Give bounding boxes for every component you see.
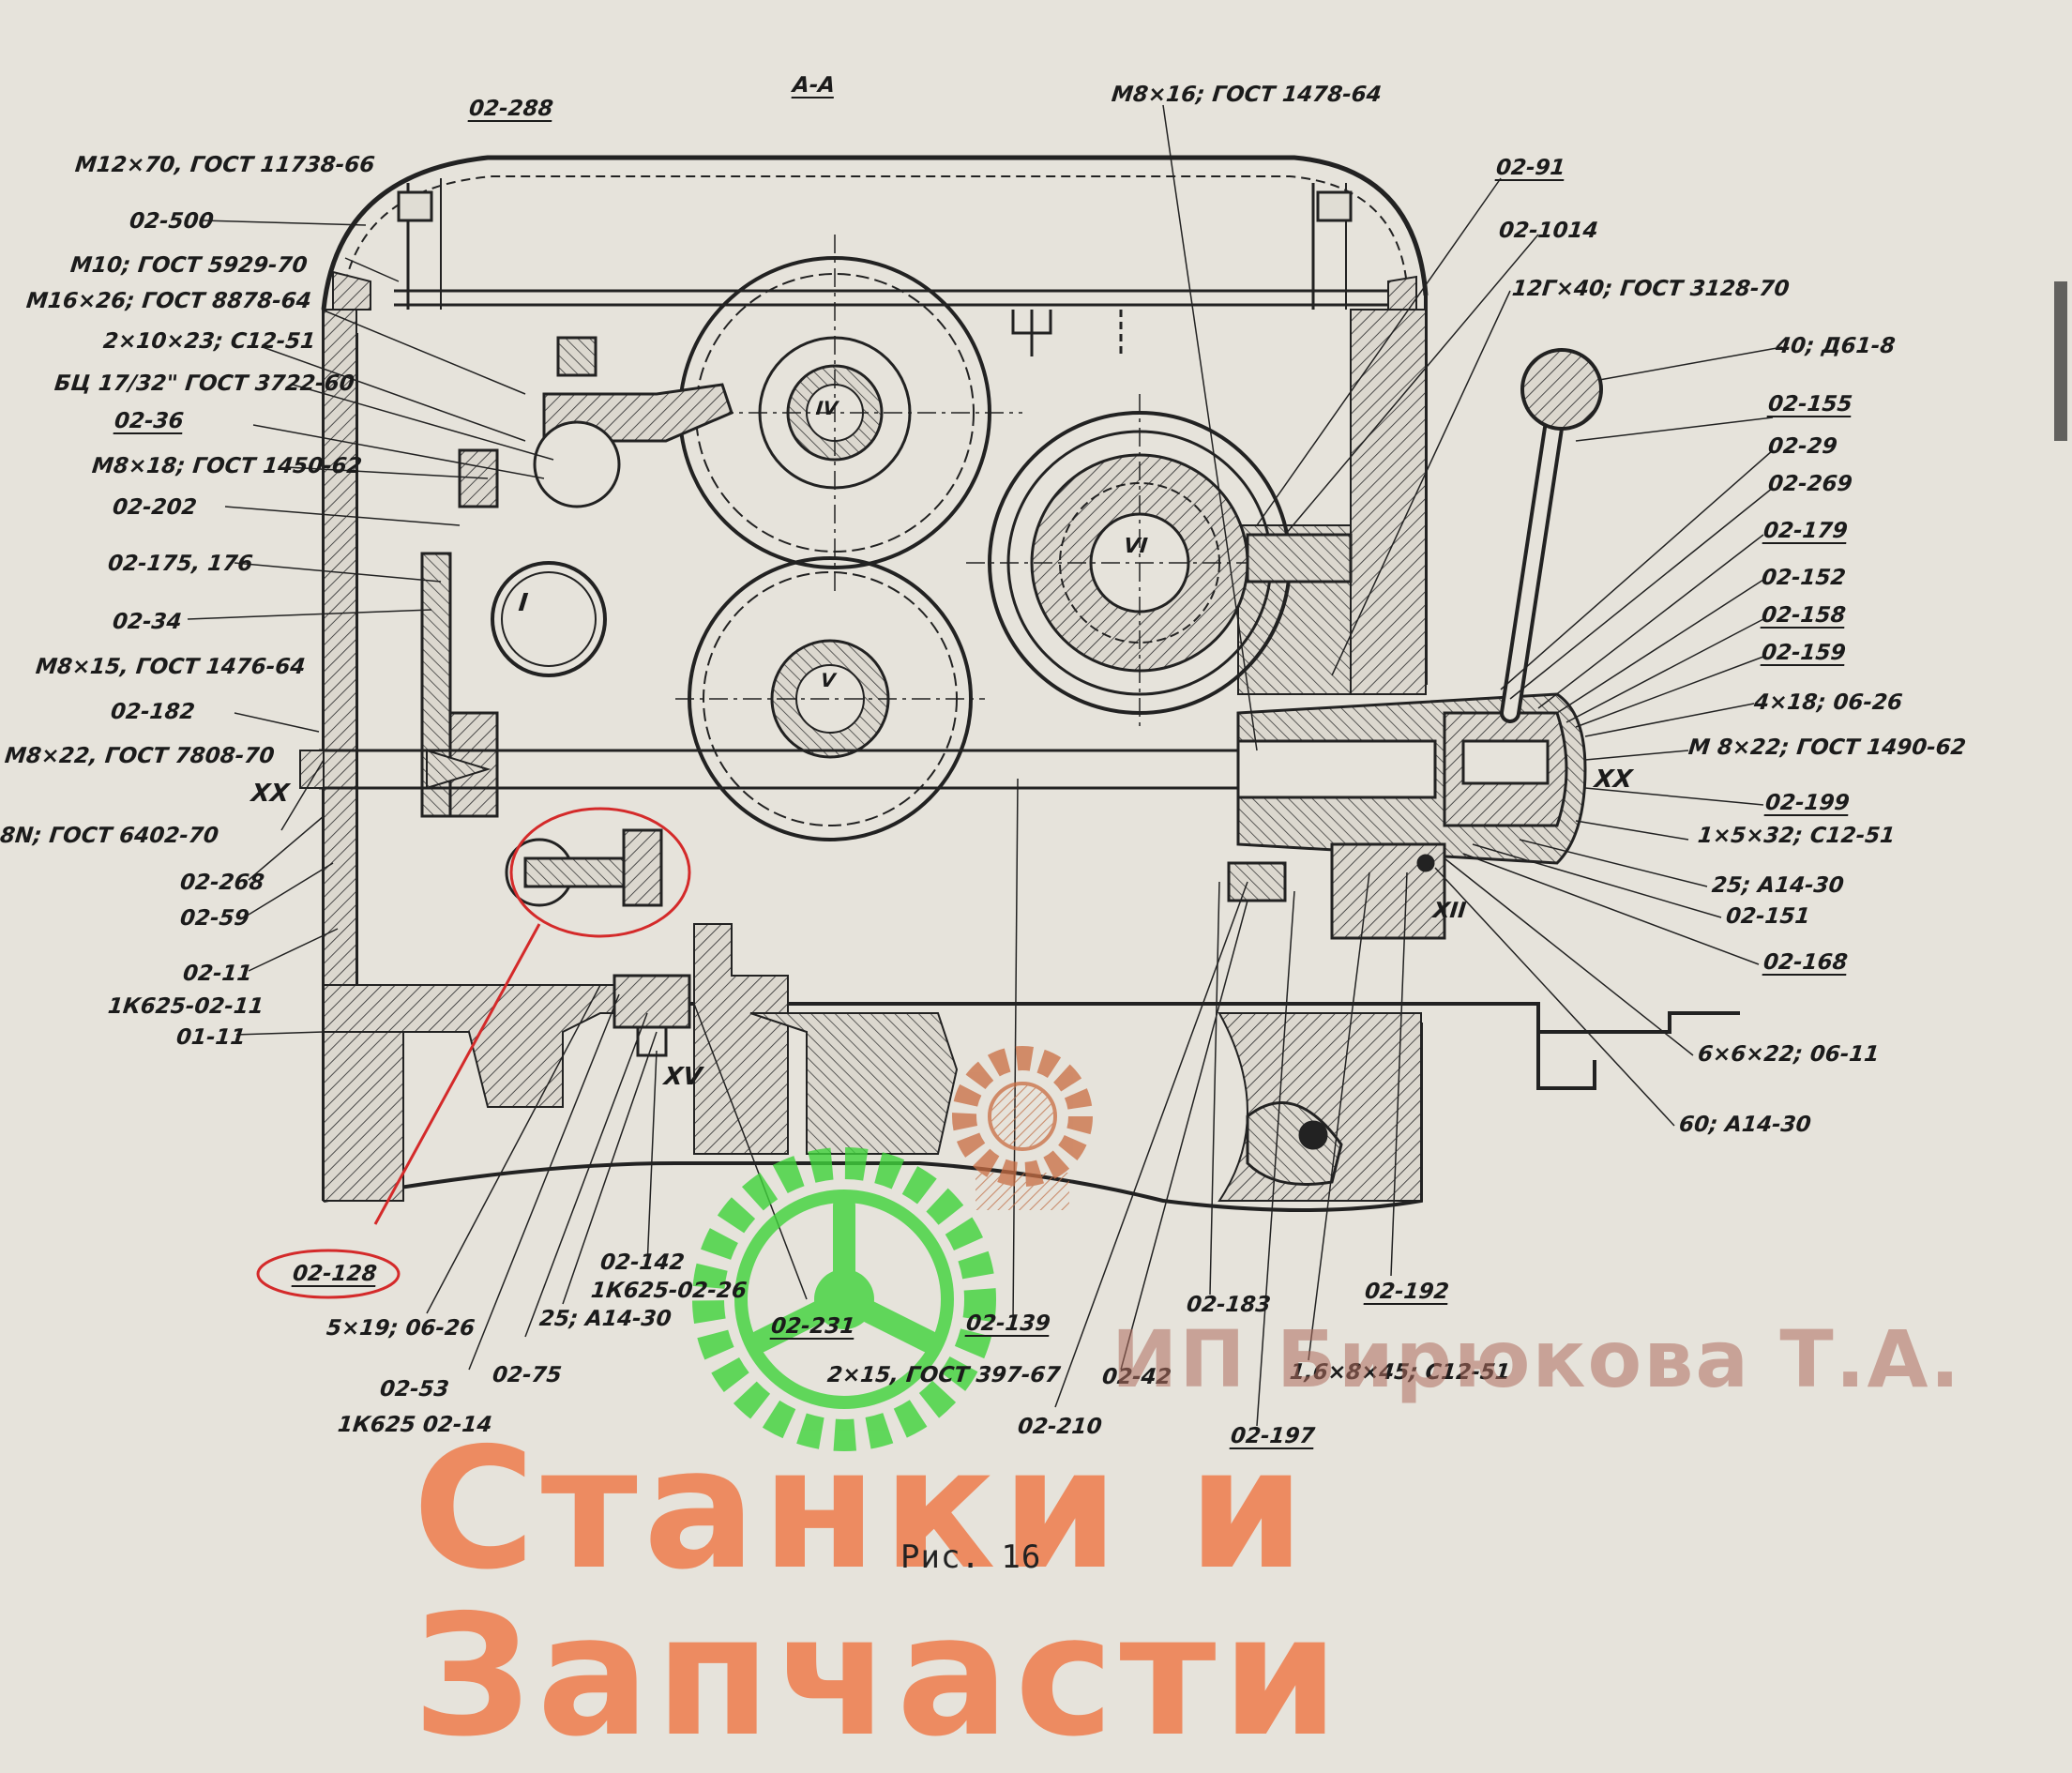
label-02-1014: 02-1014 [1497, 219, 1599, 243]
watermark-brand: Станки и Запчасти [413, 1412, 1345, 1773]
label-xx-left: XX [250, 780, 291, 808]
label-01-11: 01-11 [174, 1025, 247, 1050]
label-2x10: 2×10×23; С12-51 [101, 329, 317, 354]
upper-gear-IV [647, 235, 1022, 591]
shift-lever [1500, 348, 1603, 723]
label-25-a14: 25; А14-30 [537, 1307, 673, 1331]
label-02-158: 02-158 [1760, 603, 1847, 628]
red-callout [256, 807, 691, 1299]
label-40-d: 40; Д61-8 [1774, 334, 1897, 358]
label-02-128: 02-128 [291, 1262, 378, 1286]
housing-hatched-walls [323, 270, 1427, 1202]
label-m8-16-top: М8×16; ГОСТ 1478-64 [1110, 83, 1384, 107]
label-1x5x32: 1×5×32; С12-51 [1696, 824, 1897, 848]
label-02-53: 02-53 [378, 1377, 450, 1402]
label-bu: БЦ 17/32" ГОСТ 3722-60 [53, 371, 356, 396]
label-12g40: 12Г×40; ГОСТ 3128-70 [1510, 277, 1791, 301]
watermark-orange-gear [952, 1046, 1093, 1210]
label-5x19: 5×19; 06-26 [325, 1316, 476, 1341]
shifting-fork [420, 336, 734, 818]
label-60-a14: 60; А14-30 [1677, 1113, 1812, 1137]
label-02-34: 02-34 [111, 610, 183, 634]
watermark-green-gear [692, 1147, 996, 1451]
label-02-11: 02-11 [181, 962, 253, 986]
label-02-152: 02-152 [1760, 566, 1847, 590]
label-25-a14-right: 25; А14-30 [1710, 873, 1845, 898]
drain-cavity [1246, 1101, 1343, 1186]
label-02-202: 02-202 [111, 495, 198, 520]
label-02-175: 02-175, 176 [106, 552, 254, 576]
label-m8-22-right: М 8×22; ГОСТ 1490-62 [1686, 735, 1968, 760]
selector-assembly [1227, 533, 1587, 940]
shaft-I [491, 561, 607, 677]
label-xx-right: XX [1593, 765, 1634, 794]
label-02-269: 02-269 [1766, 472, 1853, 496]
label-02-182: 02-182 [109, 700, 196, 724]
label-02-179: 02-179 [1762, 519, 1849, 543]
section-title: A-A [791, 73, 837, 98]
page-edge-mark [2054, 281, 2067, 441]
label-02-159: 02-159 [1760, 641, 1847, 665]
label-1k625-11: 1К625-02-11 [106, 994, 265, 1019]
label-02-168: 02-168 [1762, 950, 1849, 975]
lower-gear-V [675, 556, 985, 841]
label-6x6x22: 6×6×22; 06-11 [1696, 1042, 1881, 1067]
label-02-59: 02-59 [178, 906, 250, 931]
label-02-142: 02-142 [598, 1250, 686, 1275]
label-02-288: 02-288 [467, 97, 554, 121]
shaft-mark-VI: VI [1122, 535, 1149, 558]
label-xv: XV [662, 1063, 703, 1091]
label-02-231: 02-231 [769, 1314, 856, 1339]
label-02-192: 02-192 [1363, 1280, 1450, 1304]
label-02-139: 02-139 [964, 1311, 1051, 1336]
label-02-199: 02-199 [1763, 791, 1851, 815]
gearbox-section-drawing [187, 104, 1783, 1451]
gear-VI [966, 394, 1313, 732]
label-8n: 8N; ГОСТ 6402-70 [0, 824, 220, 848]
shaft-mark-IV: IV [814, 397, 839, 419]
label-02-268: 02-268 [178, 871, 265, 895]
label-02-36: 02-36 [113, 409, 185, 433]
label-02-155: 02-155 [1766, 392, 1853, 417]
pin-02-128-boss [505, 828, 691, 1057]
label-m8-15: М8×15, ГОСТ 1476-64 [34, 655, 307, 679]
label-m10: М10; ГОСТ 5929-70 [68, 253, 309, 278]
figure-caption: Рис. 16 [900, 1538, 1042, 1576]
label-m8-18: М8×18; ГОСТ 1450-62 [90, 454, 364, 478]
label-02-500: 02-500 [128, 209, 215, 234]
label-xii: XII [1431, 899, 1468, 923]
cover-frame [394, 178, 1388, 356]
leader-lines [187, 104, 1783, 1427]
label-4x18: 4×18; 06-26 [1752, 690, 1904, 715]
label-m12-70: М12×70, ГОСТ 11738-66 [73, 153, 376, 177]
label-1k625-26: 1К625-02-26 [589, 1279, 749, 1303]
watermark-company: ИП Бирюкова Т.А. [1112, 1313, 1962, 1405]
label-m8-22-left: М8×22, ГОСТ 7808-70 [3, 744, 276, 768]
label-02-29: 02-29 [1766, 434, 1838, 459]
label-m16-26: М16×26; ГОСТ 8878-64 [24, 289, 313, 313]
horizontal-shaft [299, 749, 1304, 790]
label-02-91: 02-91 [1494, 156, 1566, 180]
label-02-151: 02-151 [1724, 904, 1811, 929]
shaft-mark-V: V [819, 669, 837, 691]
label-02-75: 02-75 [491, 1363, 563, 1387]
label-2x15: 2×15, ГОСТ 397-67 [825, 1363, 1062, 1387]
